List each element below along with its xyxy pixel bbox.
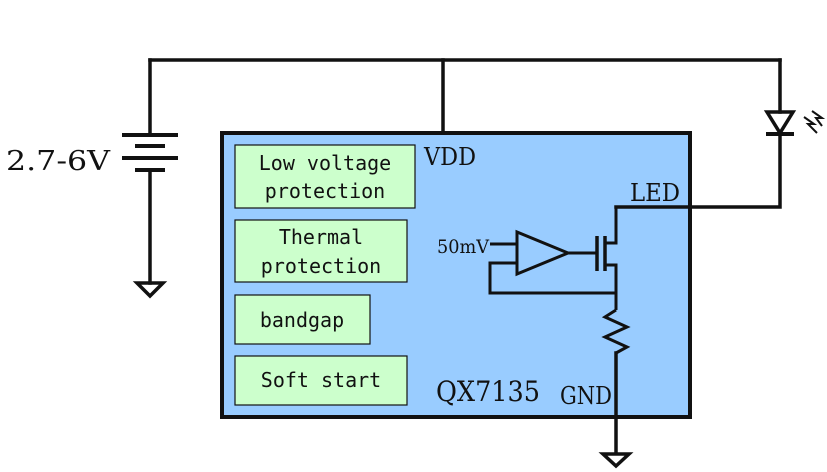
chip-name-label: QX7135	[436, 375, 540, 408]
block-label-line2: protection	[261, 254, 381, 278]
chip-ground-icon	[598, 452, 634, 469]
block-label-line1: Thermal	[279, 225, 363, 249]
block-label-line2: protection	[265, 179, 385, 203]
block-label-line1: bandgap	[260, 308, 344, 332]
gnd-pin-label: GND	[560, 382, 612, 410]
battery-symbol	[122, 133, 178, 172]
battery-ground-icon	[132, 281, 168, 299]
led-icon	[763, 110, 826, 137]
sense-resistor-icon	[601, 308, 631, 355]
led-pin-label: LED	[630, 179, 680, 207]
block-low-voltage-protection: Low voltage protection	[234, 144, 416, 209]
reference-voltage-label: 50mV	[437, 236, 489, 258]
vdd-pin-label: VDD	[423, 143, 476, 171]
block-thermal-protection: Thermal protection	[234, 219, 408, 283]
block-label-line1: Low voltage	[259, 151, 391, 175]
op-amp-symbol	[488, 229, 617, 295]
block-label-line1: Soft start	[261, 368, 381, 392]
supply-voltage-label: 2.7-6V	[6, 146, 111, 177]
block-bandgap: bandgap	[234, 294, 371, 345]
led-return-wire	[614, 132, 782, 209]
mosfet-symbol	[595, 207, 618, 310]
block-soft-start: Soft start	[234, 355, 408, 406]
